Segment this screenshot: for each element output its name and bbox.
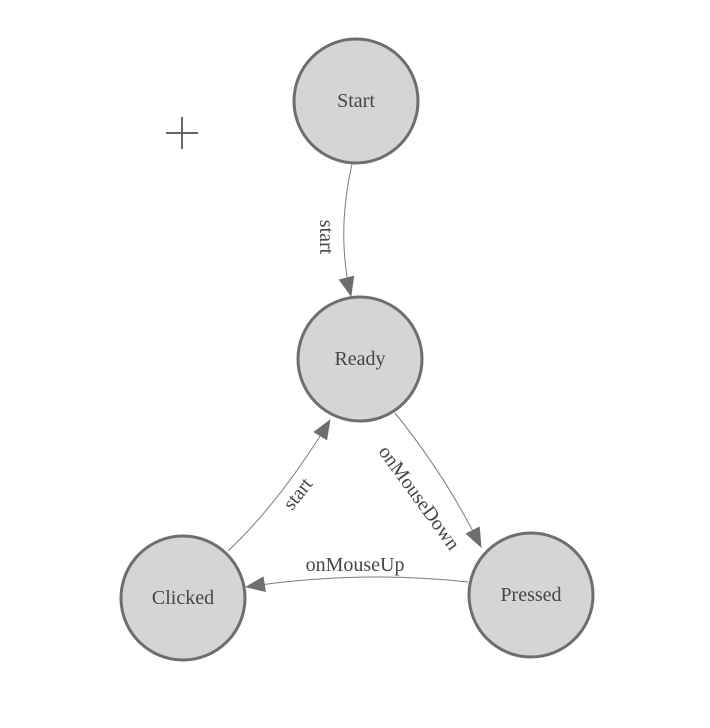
state-node-ready[interactable]: Ready [296, 295, 424, 423]
state-circle-ready[interactable] [296, 295, 424, 423]
state-circle-start[interactable] [292, 37, 420, 165]
transition-clicked-to-ready[interactable]: start [227, 419, 331, 552]
state-node-pressed[interactable]: Pressed [467, 531, 595, 659]
transition-path-pressed-to-clicked[interactable] [245, 576, 469, 593]
transition-label-clicked-to-ready[interactable]: start [279, 473, 318, 514]
state-label-pressed: Pressed [500, 584, 561, 606]
transition-path-ready-to-pressed[interactable] [394, 412, 482, 548]
state-label-start: Start [337, 90, 375, 112]
transition-label-pressed-to-clicked[interactable]: onMouseUp [306, 554, 405, 576]
state-node-clicked[interactable]: Clicked [119, 534, 247, 662]
state-node-start[interactable]: Start [292, 37, 420, 165]
transition-path-clicked-to-ready[interactable] [227, 419, 331, 552]
state-label-clicked: Clicked [152, 587, 214, 609]
state-label-ready: Ready [334, 348, 385, 370]
transition-pressed-to-clicked[interactable]: onMouseUp [245, 554, 469, 593]
state-circle-pressed[interactable] [467, 531, 595, 659]
plus-crosshair-icon [166, 117, 198, 149]
transition-path-start-to-ready[interactable] [338, 163, 355, 297]
transition-ready-to-pressed[interactable]: onMouseDown [374, 412, 482, 555]
transition-label-start-to-ready[interactable]: start [315, 220, 337, 255]
transition-start-to-ready[interactable]: start [315, 163, 355, 297]
state-circle-clicked[interactable] [119, 534, 247, 662]
transition-label-ready-to-pressed[interactable]: onMouseDown [374, 442, 464, 555]
